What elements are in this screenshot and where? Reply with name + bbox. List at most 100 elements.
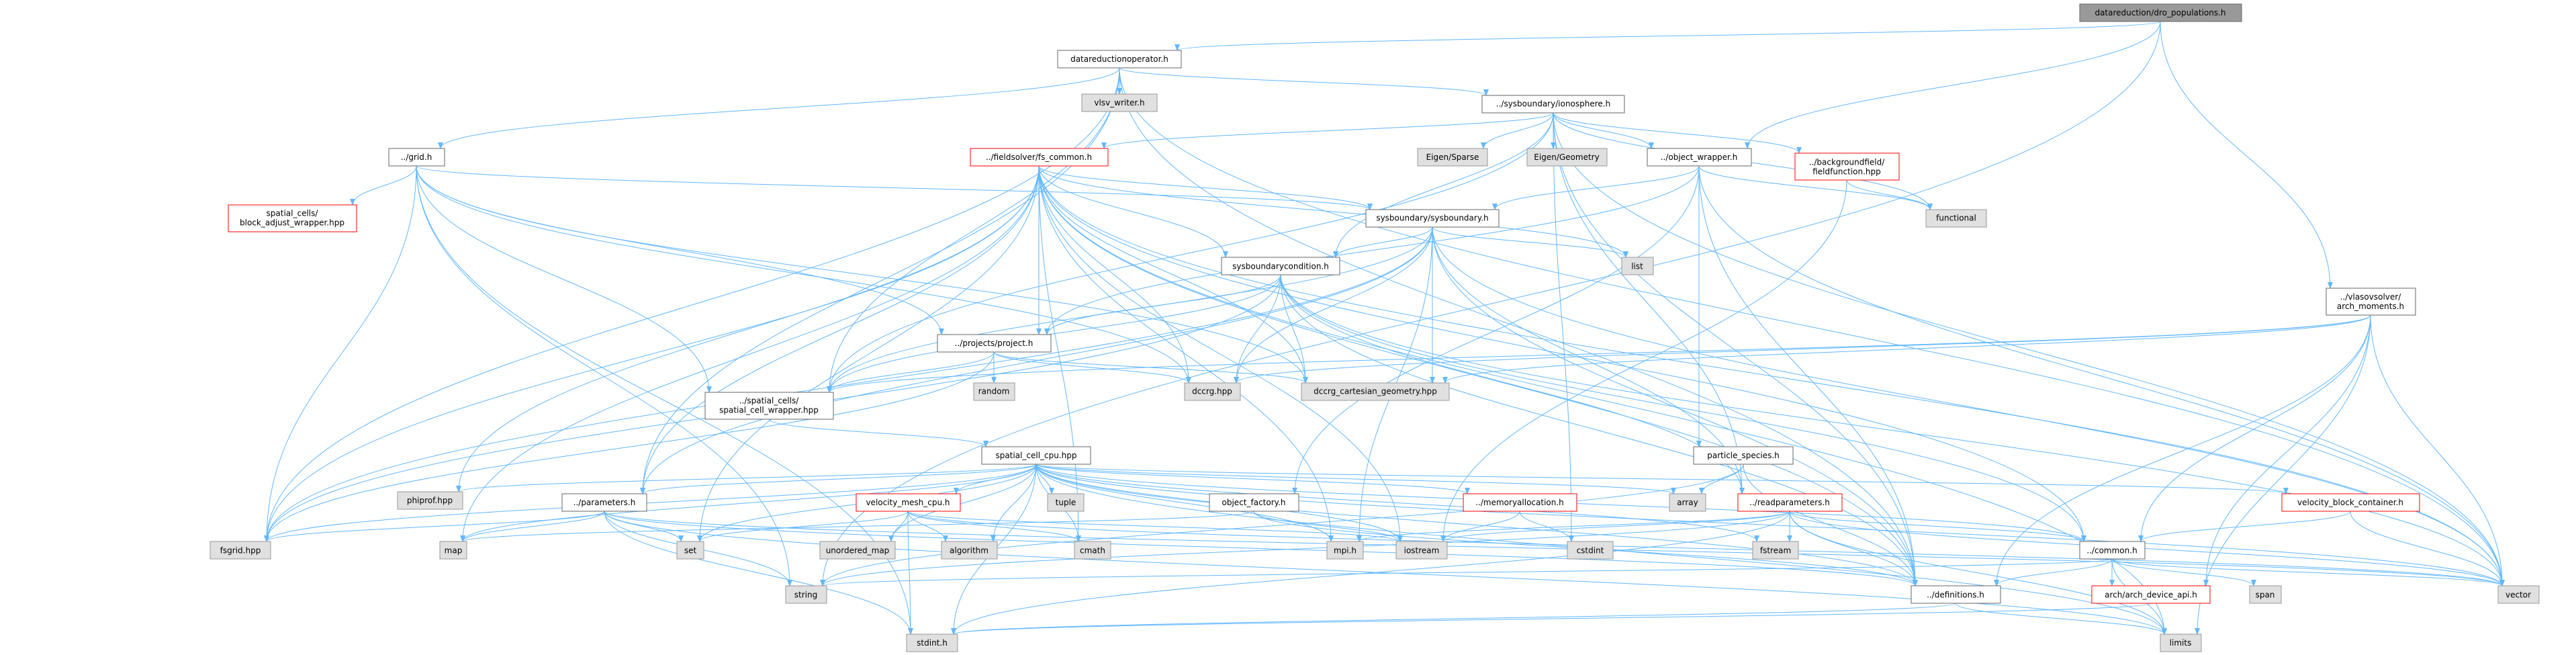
node-proj[interactable]: ../projects/project.h [937,334,1052,353]
node-sysb[interactable]: sysboundary/sysboundary.h [1365,209,1500,228]
edge-proj-to-dccrg [993,351,1191,384]
node-box [1301,382,1450,401]
node-string: string [785,585,827,604]
node-label: object_factory.h [1222,498,1286,507]
node-readp[interactable]: ../readparameters.h [1737,493,1843,512]
node-box [561,493,647,512]
node-box [1221,257,1340,275]
node-set: set [676,541,704,560]
edge-sysbc-to-defs [1280,274,1918,586]
node-cmath: cmath [1074,541,1111,560]
node-vsam[interactable]: ../vlasovsolver/arch_moments.h [2326,288,2416,316]
node-box [2079,3,2242,22]
edge-common-to-string [820,558,2113,586]
edge-iono-to-sysbc [1333,112,1554,258]
node-box [906,634,958,652]
node-box [397,491,463,510]
node-params[interactable]: ../parameters.h [561,493,647,512]
edge-fsc-to-fsgrid [264,165,1040,542]
edge-fsc-to-phiprof [456,165,1040,492]
edge-vbc-to-common [2138,511,2351,542]
node-box [970,148,1109,167]
node-grid[interactable]: ../grid.h [388,148,445,167]
node-label: array [1677,498,1698,507]
edge-iono-to-bgff [1553,112,1802,154]
edge-scc-to-mpi [1036,464,1334,542]
node-iono[interactable]: ../sysboundary/ionosphere.h [1481,95,1625,114]
node-vbc[interactable]: velocity_block_container.h [2281,493,2420,512]
edge-objw-to-func [1698,165,1933,210]
edge-sysb-to-list [1432,226,1628,258]
edge-proj-to-dccrgcg [993,351,1308,384]
node-umap: unordered_map [819,541,896,560]
edge-vbc-to-vector [2350,511,2505,586]
node-sysbc[interactable]: sysboundarycondition.h [1221,257,1340,275]
edge-layer [264,21,2505,635]
edge-defs-to-limits [1955,603,2167,635]
node-label: ../grid.h [401,152,432,162]
node-pspec[interactable]: particle_species.h [1693,446,1794,465]
node-label: ../fieldsolver/fs_common.h [986,152,1092,162]
edge-memalloc-to-iostream [1440,511,1520,542]
node-fsgrid: fsgrid.hpp [210,541,271,560]
edge-scc-to-memalloc [1036,464,1470,494]
edge-grid-to-scw [416,165,712,393]
node-dccrg: dccrg.hpp [1184,382,1241,401]
edge-fsc-to-iostream [1038,165,1403,542]
edge-vsam-to-archdev [2203,314,2371,586]
node-box [1209,493,1299,512]
node-label: ../projects/project.h [955,339,1033,348]
edge-params-to-fsgrid [264,511,605,542]
node-memalloc[interactable]: ../memoryallocation.h [1463,493,1577,512]
edge-sysbc-to-dccrg [1234,274,1281,384]
node-objf[interactable]: object_factory.h [1209,493,1299,512]
edge-fsc-to-mpi [1038,165,1334,542]
node-label: map [445,545,463,555]
node-box [1526,148,1608,167]
edge-vsam-to-dccrg [1234,314,2371,384]
node-algo: algorithm [941,541,998,560]
edge-scc-to-fstream [1036,464,1759,542]
node-box [1081,93,1158,112]
edge-fsc-to-params [640,165,1040,494]
node-label: datareductionoperator.h [1070,54,1168,64]
edge-fsc-to-sysb [1038,165,1373,210]
node-label: vector [2505,590,2531,599]
node-scc[interactable]: spatial_cell_cpu.hpp [981,446,1091,465]
node-common[interactable]: ../common.h [2079,541,2146,560]
edge-iono-to-objw [1553,112,1654,149]
edge-sysbc-to-dccrgcg [1280,274,1308,384]
node-label: list [1631,261,1643,271]
node-box [439,541,467,560]
edge-dro-to-defs [1119,67,1918,586]
node-span: span [2249,585,2282,604]
node-scw[interactable]: ../spatial_cells/spatial_cell_wrapper.hp… [704,392,834,420]
node-dro[interactable]: datareductionoperator.h [1057,50,1182,69]
edge-readp-to-common [1789,511,2086,542]
node-bgff[interactable]: ../backgroundfield/fieldfunction.hpp [1794,152,1900,181]
node-label: ../vlasovsolver/arch_moments.h [2337,292,2404,311]
node-scbaw[interactable]: spatial_cells/block_adjust_wrapper.hpp [228,204,357,232]
node-fsc[interactable]: ../fieldsolver/fs_common.h [970,148,1109,167]
node-array: array [1669,493,1706,512]
node-label: cmath [1080,545,1105,555]
node-root[interactable]: datareduction/dro_populations.h [2079,3,2242,22]
edge-root-to-vsam [2160,21,2333,289]
node-label: phiprof.hpp [407,496,453,505]
node-defs[interactable]: ../definitions.h [1911,585,2001,604]
node-label: iostream [1404,545,1440,555]
node-box [1057,50,1182,69]
node-map: map [439,541,467,560]
edge-sysb-to-sysbc [1333,226,1433,258]
edge-vsam-to-defs [1994,314,2371,586]
node-vmesh[interactable]: velocity_mesh_cpu.h [856,493,961,512]
edge-vmesh-to-cmath [907,511,1081,542]
node-label: Eigen/Geometry [1534,152,1599,162]
node-box [2160,634,2202,652]
node-archdev[interactable]: arch/arch_device_api.h [2091,585,2211,604]
edge-root-to-string [820,21,2161,586]
node-objw[interactable]: ../object_wrapper.h [1647,148,1752,167]
edge-dro-to-fsgrid [264,67,1120,542]
node-label: sysboundary/sysboundary.h [1376,214,1488,223]
edge-root-to-objw [1745,21,2161,149]
